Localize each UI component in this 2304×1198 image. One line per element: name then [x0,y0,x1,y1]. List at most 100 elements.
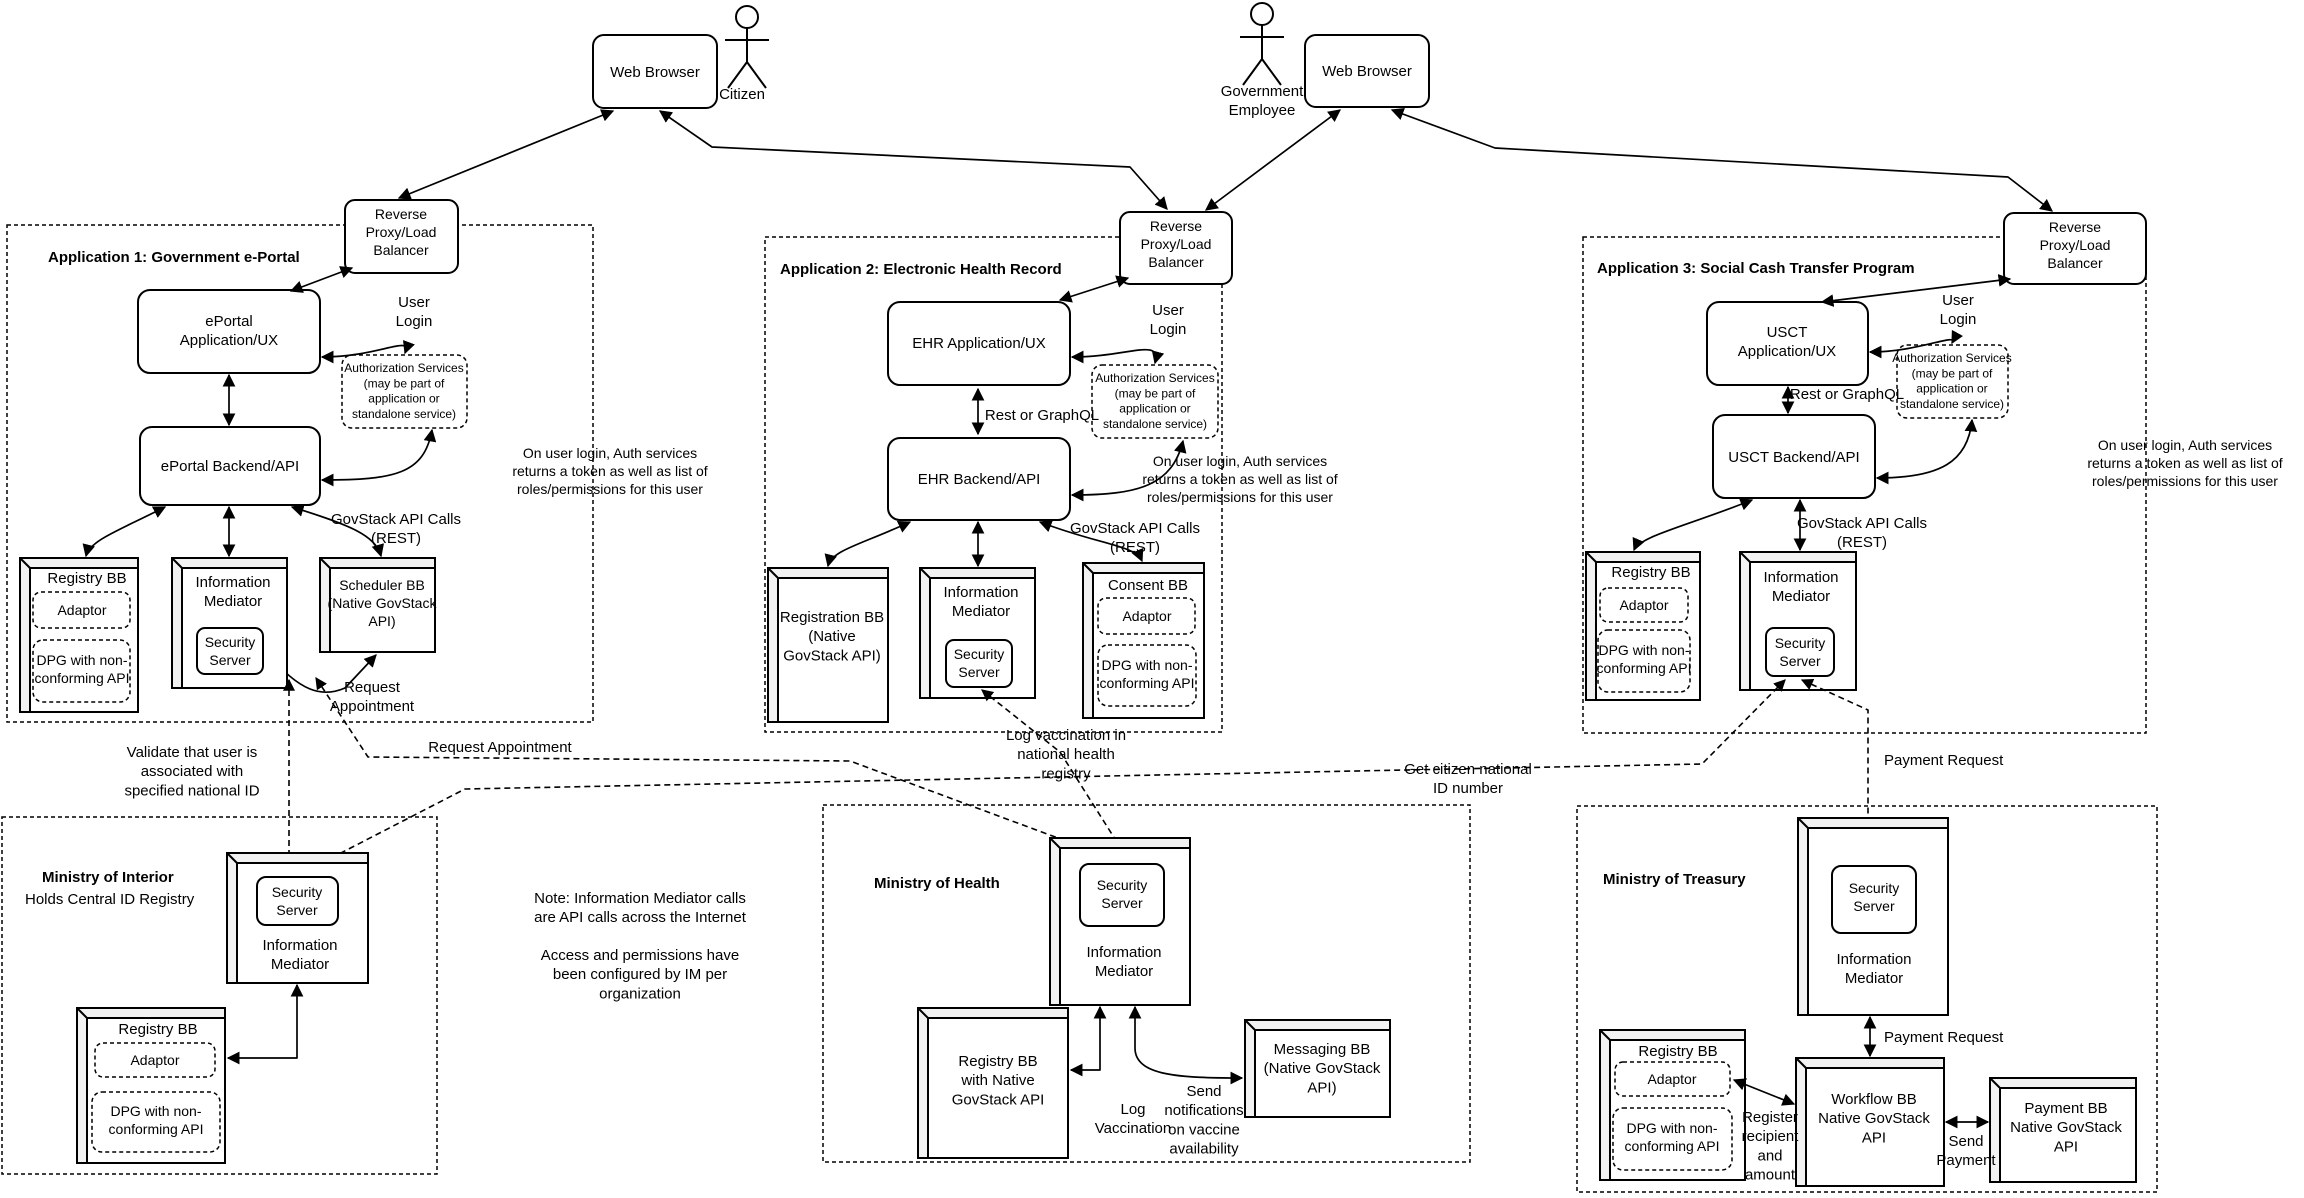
app3-registry-bb-label: Registry BB [1611,564,1690,581]
route-request-appointment-label: Request Appointment [428,739,572,756]
interior-adaptor-label: Adaptor [130,1052,179,1068]
health-security-server-node [1079,863,1165,927]
edge-browser2-proxy3 [1390,107,2054,212]
app3-dpg-node [1597,629,1691,693]
ministry-interior-region [1,816,438,1175]
app3-rest-graphql-label: Rest or GraphQL [1790,386,1904,403]
edge-userlogin1 [320,340,415,364]
app1-backend-node [139,426,321,506]
app1-adaptor-label: Adaptor [57,602,106,618]
web-browser-right-label: Web Browser [1322,63,1412,80]
interior-adaptor-node [94,1042,216,1078]
app1-scheduler-bb-node [319,557,436,653]
edge-proxy1-appux1 [289,266,354,293]
treasury-adaptor-node [1614,1061,1731,1097]
interior-registry-bb-label: Registry BB [118,1021,197,1038]
app2-dpg-label: DPG with non-conforming API [1100,657,1195,691]
edge-browser1-proxy2 [658,110,1168,210]
app2-consent-bb-label: Consent BB [1108,577,1188,594]
app1-title: Application 1: Government e-Portal [48,249,300,266]
app2-title: Application 2: Electronic Health Record [780,261,1062,278]
app3-govstack-calls-label: GovStack API Calls(REST) [1797,515,1927,551]
ministry-health-title: Ministry of Health [874,875,1000,892]
app2-adaptor-label: Adaptor [1122,608,1171,624]
ministry-interior-subtitle: Holds Central ID Registry [25,891,195,908]
app3-backend-label: USCT Backend/API [1728,449,1859,466]
app2-adaptor-node [1097,597,1196,635]
ministry-treasury-region [1576,805,2158,1193]
app3-adaptor-label: Adaptor [1619,597,1668,613]
interior-dpg-label: DPG with non-conforming API [109,1103,204,1137]
ministry-treasury-title: Ministry of Treasury [1603,871,1746,888]
route-get-citizen-id [304,679,1786,872]
app3-reverse-proxy-node [2003,212,2147,285]
app3-title: Application 3: Social Cash Transfer Prog… [1597,260,1915,277]
treasury-security-server-node [1831,865,1917,934]
app1-backend-label: ePortal Backend/API [161,458,299,475]
app2-auth-services-node [1091,364,1219,439]
app3-dpg-label: DPG with non-conforming API [1597,642,1692,676]
interior-dpg-node [91,1091,221,1153]
app1-govstack-calls-label: GovStack API Calls(REST) [331,511,461,547]
edge-userlogin3 [1868,329,1964,359]
web-browser-left-label: Web Browser [610,64,700,81]
edge-auth2-backend2 [1070,439,1187,502]
edge-backend1-scheduler1 [290,504,384,558]
treasury-dpg-node [1612,1107,1733,1171]
health-registry-bb-node [917,1007,1069,1159]
web-browser-right-node [1304,34,1430,108]
edge-browser2-proxy2 [1204,109,1342,211]
citizen-label: Citizen [719,86,765,103]
app1-reverse-proxy-node [344,199,459,274]
app2-application-ux-label: EHR Application/UX [912,335,1045,352]
app3-backend-node [1712,414,1876,499]
app2-application-ux-node [887,301,1071,386]
app3-security-server-node [1765,627,1835,677]
government-employee-actor-icon [1240,2,1284,86]
route-request-appointment [315,676,1114,860]
treasury-payment-request-label: Payment Request [1884,1029,2004,1046]
edge-browser1-proxy1 [397,109,615,200]
health-messaging-bb-node [1244,1019,1391,1118]
treasury-dpg-label: DPG with non-conforming API [1625,1120,1720,1154]
web-browser-left-node [592,34,718,109]
interior-security-server-node [256,876,339,926]
route-payment-request [1800,679,1874,864]
app3-application-ux-node [1706,301,1869,386]
edge-backend2-registration [824,521,912,568]
ministry-health-region [822,804,1471,1163]
treasury-registry-bb-label: Registry BB [1638,1043,1717,1060]
treasury-adaptor-label: Adaptor [1647,1071,1696,1087]
